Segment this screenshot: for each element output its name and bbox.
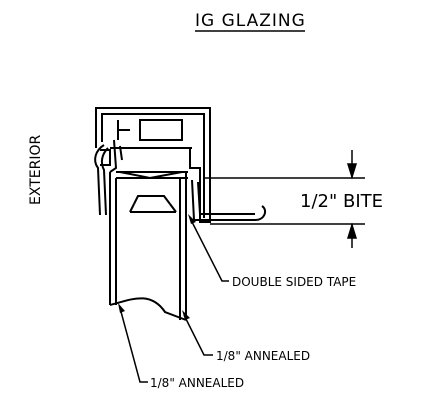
bite-dimension xyxy=(205,150,365,248)
glass-outer-arrow xyxy=(118,303,125,313)
ig-glass-unit xyxy=(109,172,187,321)
frame-interior-leg xyxy=(191,179,267,221)
tape-leader xyxy=(189,217,229,282)
bite-dimension-label: 1/2" BITE xyxy=(300,191,383,212)
tape-callout: DOUBLE SIDED TAPE xyxy=(232,275,356,289)
glass-outer-leader xyxy=(119,307,148,383)
exterior-label: EXTERIOR xyxy=(28,135,44,205)
frame-profile xyxy=(95,107,211,223)
glazing-stop xyxy=(94,139,123,216)
spacer xyxy=(116,171,188,213)
tape-arrow xyxy=(188,214,196,224)
glass-outer-callout: 1/8" ANNEALED xyxy=(150,376,244,390)
glass-inner-leader xyxy=(183,314,213,356)
drawing-title: IG GLAZING xyxy=(195,11,306,31)
glass-inner-arrow xyxy=(182,310,190,320)
glass-inner-callout: 1/8" ANNEALED xyxy=(216,349,310,363)
